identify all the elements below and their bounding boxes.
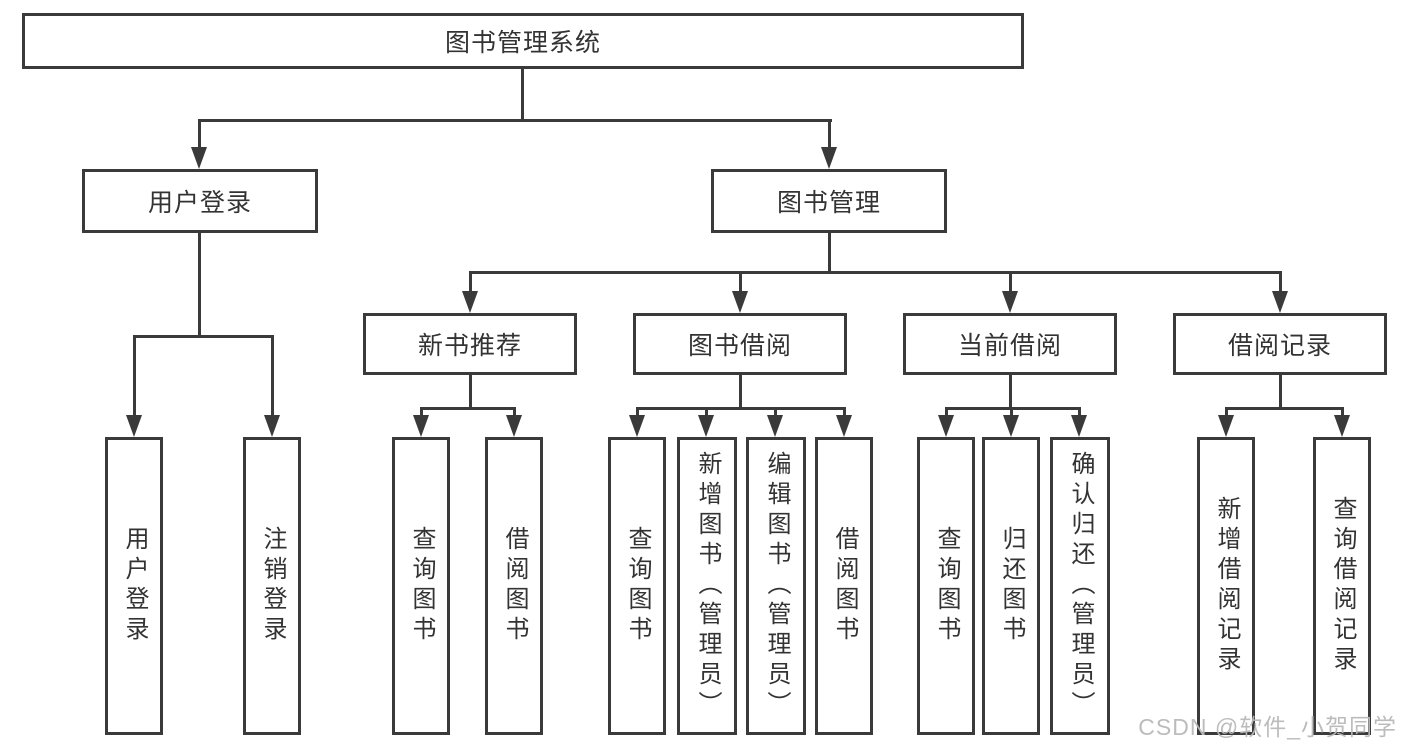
node-label: 注销登录 xyxy=(259,526,286,646)
connector-line xyxy=(828,119,831,149)
arrow-down-icon xyxy=(767,415,783,437)
connector-line xyxy=(271,335,274,417)
node-label: 确认归还（管理员） xyxy=(1067,451,1094,721)
node-label: 借阅记录 xyxy=(1227,332,1332,360)
connector-line xyxy=(133,335,136,417)
node-label: 借阅图书 xyxy=(831,526,858,646)
arrow-down-icon xyxy=(732,291,748,313)
connector-line xyxy=(1279,375,1282,409)
arrow-down-icon xyxy=(1218,415,1234,437)
node-label: 归还图书 xyxy=(998,526,1025,646)
connector-line xyxy=(1341,407,1344,419)
node-borrow-books-leaf: 借阅图书 xyxy=(815,437,873,735)
node-book-borrowing: 图书借阅 xyxy=(633,313,847,375)
node-label: 查询借阅记录 xyxy=(1329,496,1356,676)
connector-line xyxy=(774,407,777,419)
connector-line xyxy=(469,271,472,293)
node-query-borrow-record: 查询借阅记录 xyxy=(1313,437,1371,735)
node-label: 新增借阅记录 xyxy=(1213,496,1240,676)
arrow-down-icon xyxy=(191,147,207,169)
connector-line xyxy=(198,233,201,338)
arrow-down-icon xyxy=(836,415,852,437)
node-user-login: 用户登录 xyxy=(82,169,318,233)
node-current-borrowing: 当前借阅 xyxy=(903,313,1117,375)
node-query-books-borrowing: 查询图书 xyxy=(608,437,666,735)
connector-line xyxy=(521,69,524,122)
connector-line xyxy=(1009,271,1012,293)
connector-line xyxy=(469,271,1282,274)
arrow-down-icon xyxy=(1334,415,1350,437)
node-query-books-current: 查询图书 xyxy=(917,437,975,735)
node-label: 用户登录 xyxy=(121,526,148,646)
arrow-down-icon xyxy=(264,415,280,437)
node-label: 图书管理 xyxy=(776,189,881,217)
arrow-down-icon xyxy=(821,147,837,169)
connector-line xyxy=(843,407,846,419)
node-new-book-recommendation: 新书推荐 xyxy=(363,313,577,375)
csdn-watermark: CSDN @软件_小贺同学 xyxy=(1138,714,1397,740)
connector-line xyxy=(1225,407,1228,419)
node-label: 查询图书 xyxy=(408,526,435,646)
connector-line xyxy=(828,233,831,274)
arrow-down-icon xyxy=(1071,415,1087,437)
node-edit-books-admin: 编辑图书（管理员） xyxy=(746,437,806,735)
connector-line xyxy=(739,271,742,293)
node-book-management: 图书管理 xyxy=(711,169,947,233)
node-label: 新书推荐 xyxy=(417,332,522,360)
connector-line xyxy=(945,407,1081,410)
node-confirm-return-admin: 确认归还（管理员） xyxy=(1050,437,1110,735)
connector-line xyxy=(198,119,201,149)
node-label: 借阅图书 xyxy=(501,526,528,646)
connector-line xyxy=(198,119,832,122)
node-add-books-admin: 新增图书（管理员） xyxy=(677,437,737,735)
connector-line xyxy=(705,407,708,419)
connector-line xyxy=(739,375,742,409)
node-query-books-recommend: 查询图书 xyxy=(392,437,450,735)
node-label: 当前借阅 xyxy=(957,332,1062,360)
arrow-down-icon xyxy=(462,291,478,313)
connector-line xyxy=(1279,271,1282,293)
connector-line xyxy=(945,407,948,419)
connector-line xyxy=(469,375,472,409)
node-return-books: 归还图书 xyxy=(982,437,1040,735)
arrow-down-icon xyxy=(506,415,522,437)
node-label: 图书借阅 xyxy=(687,332,792,360)
node-label: 编辑图书（管理员） xyxy=(763,451,790,721)
arrow-down-icon xyxy=(938,415,954,437)
node-library-management-system: 图书管理系统 xyxy=(22,13,1024,69)
connector-line xyxy=(420,407,516,410)
node-borrow-books-recommend: 借阅图书 xyxy=(485,437,543,735)
node-logout-leaf: 注销登录 xyxy=(243,437,301,735)
arrow-down-icon xyxy=(1272,291,1288,313)
node-label: 查询图书 xyxy=(624,526,651,646)
node-label: 用户登录 xyxy=(147,189,252,217)
node-label: 查询图书 xyxy=(933,526,960,646)
connector-line xyxy=(1225,407,1344,410)
connector-line xyxy=(1009,375,1012,409)
node-label: 新增图书（管理员） xyxy=(694,451,721,721)
connector-line xyxy=(513,407,516,419)
connector-line xyxy=(636,407,846,410)
node-user-login-leaf: 用户登录 xyxy=(105,437,163,735)
node-label: 图书管理系统 xyxy=(444,29,601,57)
connector-line xyxy=(1078,407,1081,419)
connector-line xyxy=(1010,407,1013,419)
arrow-down-icon xyxy=(126,415,142,437)
connector-line xyxy=(636,407,639,419)
connector-line xyxy=(133,335,274,338)
arrow-down-icon xyxy=(413,415,429,437)
connector-line xyxy=(420,407,423,419)
arrow-down-icon xyxy=(698,415,714,437)
node-add-borrow-record: 新增借阅记录 xyxy=(1197,437,1255,735)
node-borrowing-records: 借阅记录 xyxy=(1173,313,1387,375)
arrow-down-icon xyxy=(1002,291,1018,313)
arrow-down-icon xyxy=(1003,415,1019,437)
arrow-down-icon xyxy=(629,415,645,437)
